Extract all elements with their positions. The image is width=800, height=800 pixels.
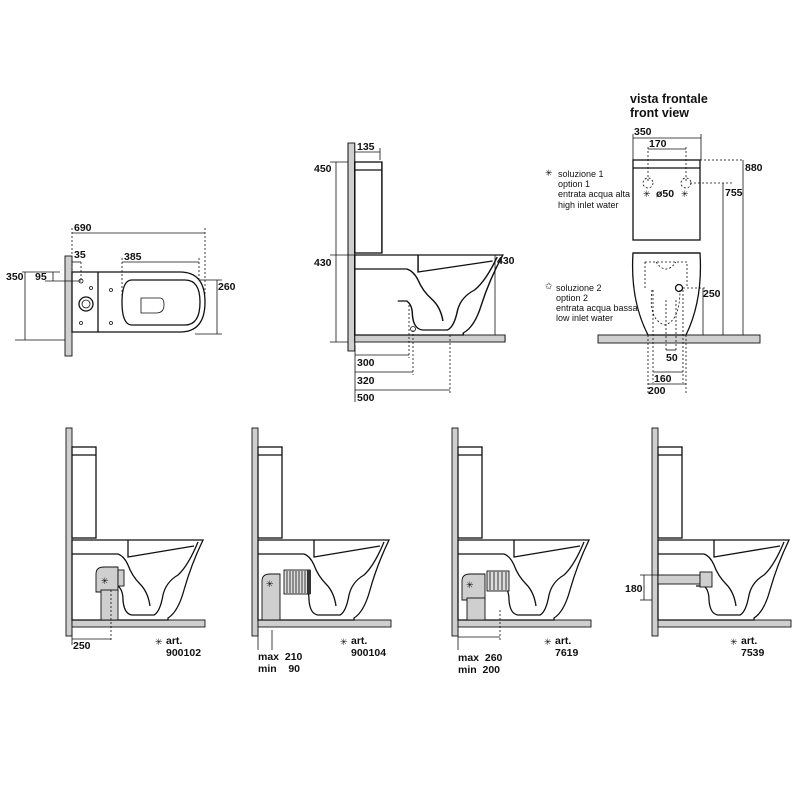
option-1-note: ✳ soluzione 1 option 1 entrata acqua alt…	[545, 168, 630, 210]
dim-260: 260	[218, 281, 236, 293]
option-1-symbol: ✳	[545, 168, 553, 178]
front-view: vista frontale front view 50 160 200 350…	[545, 92, 763, 397]
dim-430-right: 430	[497, 255, 515, 267]
front-view-title-en: front view	[630, 106, 689, 120]
installation-900104: ✳ max 210 min 90 ✳ art. 900104	[251, 427, 392, 675]
dim-500: 500	[357, 392, 375, 404]
option-2-line: option 2	[556, 293, 588, 303]
option-1-line: option 1	[558, 179, 590, 189]
art-label: art.	[741, 635, 757, 647]
art-label: art.	[351, 635, 367, 647]
dim-200: 200	[648, 385, 666, 397]
dim-430-left: 430	[314, 257, 332, 269]
dim-690: 690	[74, 222, 92, 234]
installation-7619: ✳ max 260 min 200 ✳ art. 7619	[451, 427, 592, 676]
dim-max-210: max 210	[258, 651, 303, 663]
art-label: art.	[555, 635, 571, 647]
dim-250-front: 250	[703, 288, 721, 300]
plan-view: 690 35 385 350 95 260	[6, 222, 236, 357]
inlet-star-left: ✳	[643, 189, 651, 199]
dim-160: 160	[654, 373, 672, 385]
option-2-line: entrata acqua bassa	[556, 303, 638, 313]
fitting-star: ✳	[466, 580, 474, 590]
art-number: 900104	[351, 647, 386, 659]
dim-o50: ø50	[656, 188, 674, 200]
option-1-line: high inlet water	[558, 200, 619, 210]
dim-35: 35	[74, 249, 86, 261]
art-star: ✳	[544, 637, 552, 647]
dim-min-200: min 200	[458, 664, 500, 676]
dim-320: 320	[357, 375, 375, 387]
inlet-star-right: ✳	[681, 189, 689, 199]
art-number: 7539	[741, 647, 765, 659]
option-2-line: soluzione 2	[556, 283, 602, 293]
dim-95: 95	[35, 271, 47, 283]
art-number: 7619	[555, 647, 579, 659]
dim-350: 350	[6, 271, 24, 283]
art-star: ✳	[340, 637, 348, 647]
installation-900102: ✳ 250 ✳ art. 900102	[65, 427, 206, 659]
art-label: art.	[166, 635, 182, 647]
dim-350-front: 350	[634, 126, 652, 138]
dim-170: 170	[649, 138, 667, 150]
option-1-line: soluzione 1	[558, 169, 604, 179]
art-star: ✳	[730, 637, 738, 647]
fitting-star: ✳	[101, 576, 109, 586]
side-view: 135 450 430 430 300 320 500	[314, 141, 515, 404]
option-2-symbol: ✩	[545, 281, 553, 291]
dim-385: 385	[124, 251, 142, 263]
option-2-note: ✩ soluzione 2 option 2 entrata acqua bas…	[545, 281, 638, 323]
front-view-title-it: vista frontale	[630, 92, 708, 106]
dim-max-260: max 260	[458, 652, 503, 664]
dim-880: 880	[745, 162, 763, 174]
dim-755: 755	[725, 187, 743, 199]
option-2-line: low inlet water	[556, 313, 613, 323]
dim-180: 180	[625, 583, 643, 595]
dim-250-install: 250	[73, 640, 91, 652]
dim-135: 135	[357, 141, 375, 153]
dim-50: 50	[666, 352, 678, 364]
fitting-star: ✳	[266, 579, 274, 589]
art-star: ✳	[155, 637, 163, 647]
option-1-line: entrata acqua alta	[558, 189, 630, 199]
art-number: 900102	[166, 647, 201, 659]
dim-300: 300	[357, 357, 375, 369]
dim-450: 450	[314, 163, 332, 175]
installation-7539: 180 ✳ art. 7539	[625, 427, 792, 659]
dim-min-90: min 90	[258, 663, 300, 675]
